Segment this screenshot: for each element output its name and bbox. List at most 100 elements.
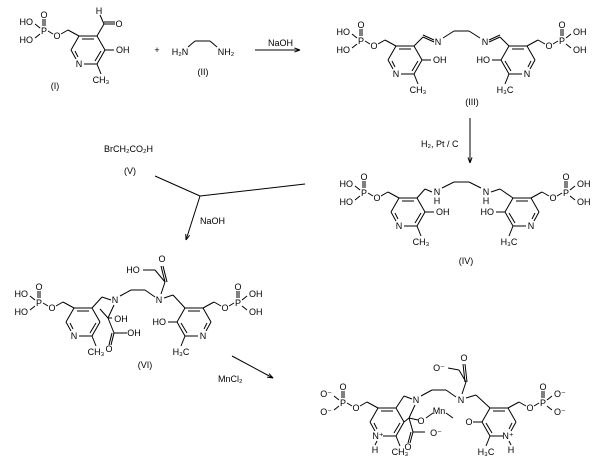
bond-line <box>485 422 493 434</box>
ester-oxygen: O <box>352 403 359 413</box>
bond-line <box>241 305 248 311</box>
bond-line <box>395 421 405 437</box>
bond-line <box>445 412 454 419</box>
bond-line <box>160 281 166 295</box>
bond-line <box>364 40 371 45</box>
bond-line <box>377 39 386 45</box>
bond-line <box>504 197 514 213</box>
phosphate-oxygen: O⁻ <box>320 407 332 417</box>
labels: + NaOH H₂, Pt / C BrCH₂CO₂H (V) NaOH MnC… <box>51 38 479 384</box>
bond-line <box>96 23 105 37</box>
bond-line <box>96 35 106 51</box>
bond-line <box>464 363 468 383</box>
bond-line <box>510 421 517 432</box>
bond-line <box>55 301 64 307</box>
ester-oxygen: O <box>373 193 380 203</box>
bond-line <box>393 422 401 434</box>
atom-label: O <box>105 344 112 354</box>
arrow-head-icon <box>185 233 191 241</box>
phosphoryl-oxygen: O <box>35 282 42 292</box>
ring-nitrogen: N <box>393 69 400 79</box>
bond-line <box>180 335 186 347</box>
reagent-naoh-1: NaOH <box>268 38 293 48</box>
reaction-arrow <box>185 195 201 241</box>
bond-line <box>203 322 208 330</box>
bond-line <box>172 294 186 309</box>
bond-line <box>91 307 101 323</box>
bond-line <box>569 195 576 201</box>
bond-line <box>99 308 109 319</box>
ring-nitrogen: N <box>76 59 83 69</box>
bond-line <box>504 211 514 227</box>
amine-label: NH₂ <box>218 47 235 57</box>
ring-nitrogen: N⁺ <box>372 431 383 441</box>
phosphate-oxygen: O⁻ <box>320 389 332 399</box>
bond-line <box>565 43 572 49</box>
bond-line <box>351 33 358 39</box>
phosphate-oxygen: HO <box>15 289 29 299</box>
bond-line <box>565 33 572 39</box>
label-compound-i: (I) <box>51 81 60 91</box>
bond-line <box>407 431 412 444</box>
bond-line <box>395 435 401 447</box>
phosphate-oxygen: HO <box>20 17 34 27</box>
phosphate-oxygen: HO <box>337 45 351 55</box>
arrow-head-icon <box>294 47 301 53</box>
hydroxyl-label: HO <box>481 207 495 217</box>
phosphate-oxygen: HO <box>15 307 29 317</box>
atom-label: HO <box>126 265 140 275</box>
bond-line <box>546 405 553 411</box>
bond-line <box>387 45 397 61</box>
bond-line <box>119 289 132 297</box>
oxygen-label: O <box>465 417 472 427</box>
phosphorus: P <box>361 188 367 198</box>
bond-line <box>508 212 516 224</box>
phosphorus: P <box>41 26 47 36</box>
methyl-label: CH₃ <box>93 75 110 85</box>
bond-line <box>408 417 414 433</box>
phosphoryl-oxygen: O <box>562 172 569 182</box>
ester-oxygen: O <box>48 303 55 313</box>
bond-line <box>508 440 512 446</box>
bond-line <box>395 395 405 409</box>
bond-line <box>176 321 186 337</box>
atom-label: O <box>460 353 467 363</box>
ring-nitrogen: N⁺ <box>502 431 513 441</box>
bond-line <box>422 36 435 43</box>
bond-line <box>107 317 115 334</box>
atom-label: N <box>156 295 163 305</box>
bond-line <box>413 45 423 61</box>
bond-line <box>556 192 563 197</box>
bond-line <box>34 33 41 39</box>
bond-line <box>29 295 36 301</box>
atom-label: O⁻ <box>430 428 442 438</box>
bond-line <box>395 407 405 423</box>
bond-line <box>461 381 467 395</box>
atom-label: OH <box>127 328 141 338</box>
ring-nitrogen: N <box>71 331 78 341</box>
reagent-bromoacetic-acid: BrCH₂CO₂H <box>104 144 153 154</box>
bond-line <box>420 389 433 397</box>
arrow-head-icon <box>467 157 473 164</box>
bond-line <box>96 63 102 75</box>
bond-line <box>552 40 559 45</box>
bond-line <box>162 265 168 283</box>
bond-line <box>67 29 80 37</box>
label-compound-v: (V) <box>124 166 136 176</box>
bond-line <box>96 49 106 65</box>
bond-line <box>504 60 512 72</box>
bond-line <box>108 332 113 346</box>
phosphorus: P <box>559 36 565 46</box>
bond-line <box>447 367 460 371</box>
bond-line <box>228 302 235 307</box>
bond-line <box>390 197 400 213</box>
atom-label: N <box>434 187 441 197</box>
bond-line <box>445 389 457 398</box>
phosphate-oxygen: OH <box>249 289 263 299</box>
phosphorus: P <box>540 398 546 408</box>
bond-line <box>107 304 115 319</box>
bond-line <box>481 407 491 423</box>
bond-line <box>475 394 491 409</box>
bond-line <box>529 59 536 70</box>
